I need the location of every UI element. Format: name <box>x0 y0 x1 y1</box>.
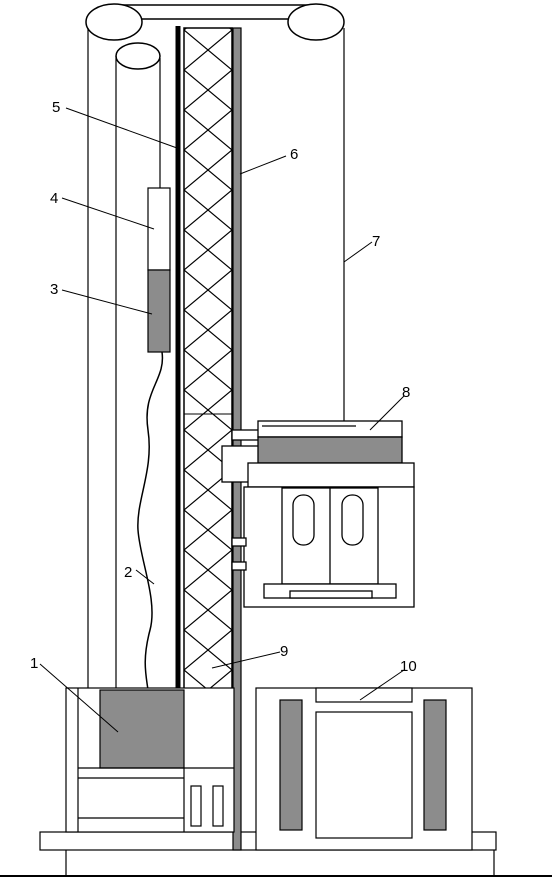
callout-label-3: 3 <box>50 281 58 298</box>
callout-label-7: 7 <box>372 233 380 250</box>
elevator-car <box>221 420 415 608</box>
counterweight-upper <box>147 187 171 271</box>
callout-label-5: 5 <box>52 99 60 116</box>
trailing-cable <box>137 351 164 691</box>
callout-label-6: 6 <box>290 146 298 163</box>
callout-label-9: 9 <box>280 643 288 660</box>
callout-label-4: 4 <box>50 190 58 207</box>
lattice-mast <box>183 27 233 771</box>
callout-label-1: 1 <box>30 655 38 672</box>
vertical-columns <box>87 28 345 688</box>
counterweight-lower <box>147 269 171 353</box>
callout-label-10: 10 <box>400 658 417 675</box>
landing-enclosure <box>255 687 473 851</box>
callout-leaders <box>39 107 405 733</box>
callout-label-2: 2 <box>124 564 132 581</box>
drive-housing <box>65 687 235 833</box>
callout-label-8: 8 <box>402 384 410 401</box>
top-pulleys <box>85 3 345 70</box>
